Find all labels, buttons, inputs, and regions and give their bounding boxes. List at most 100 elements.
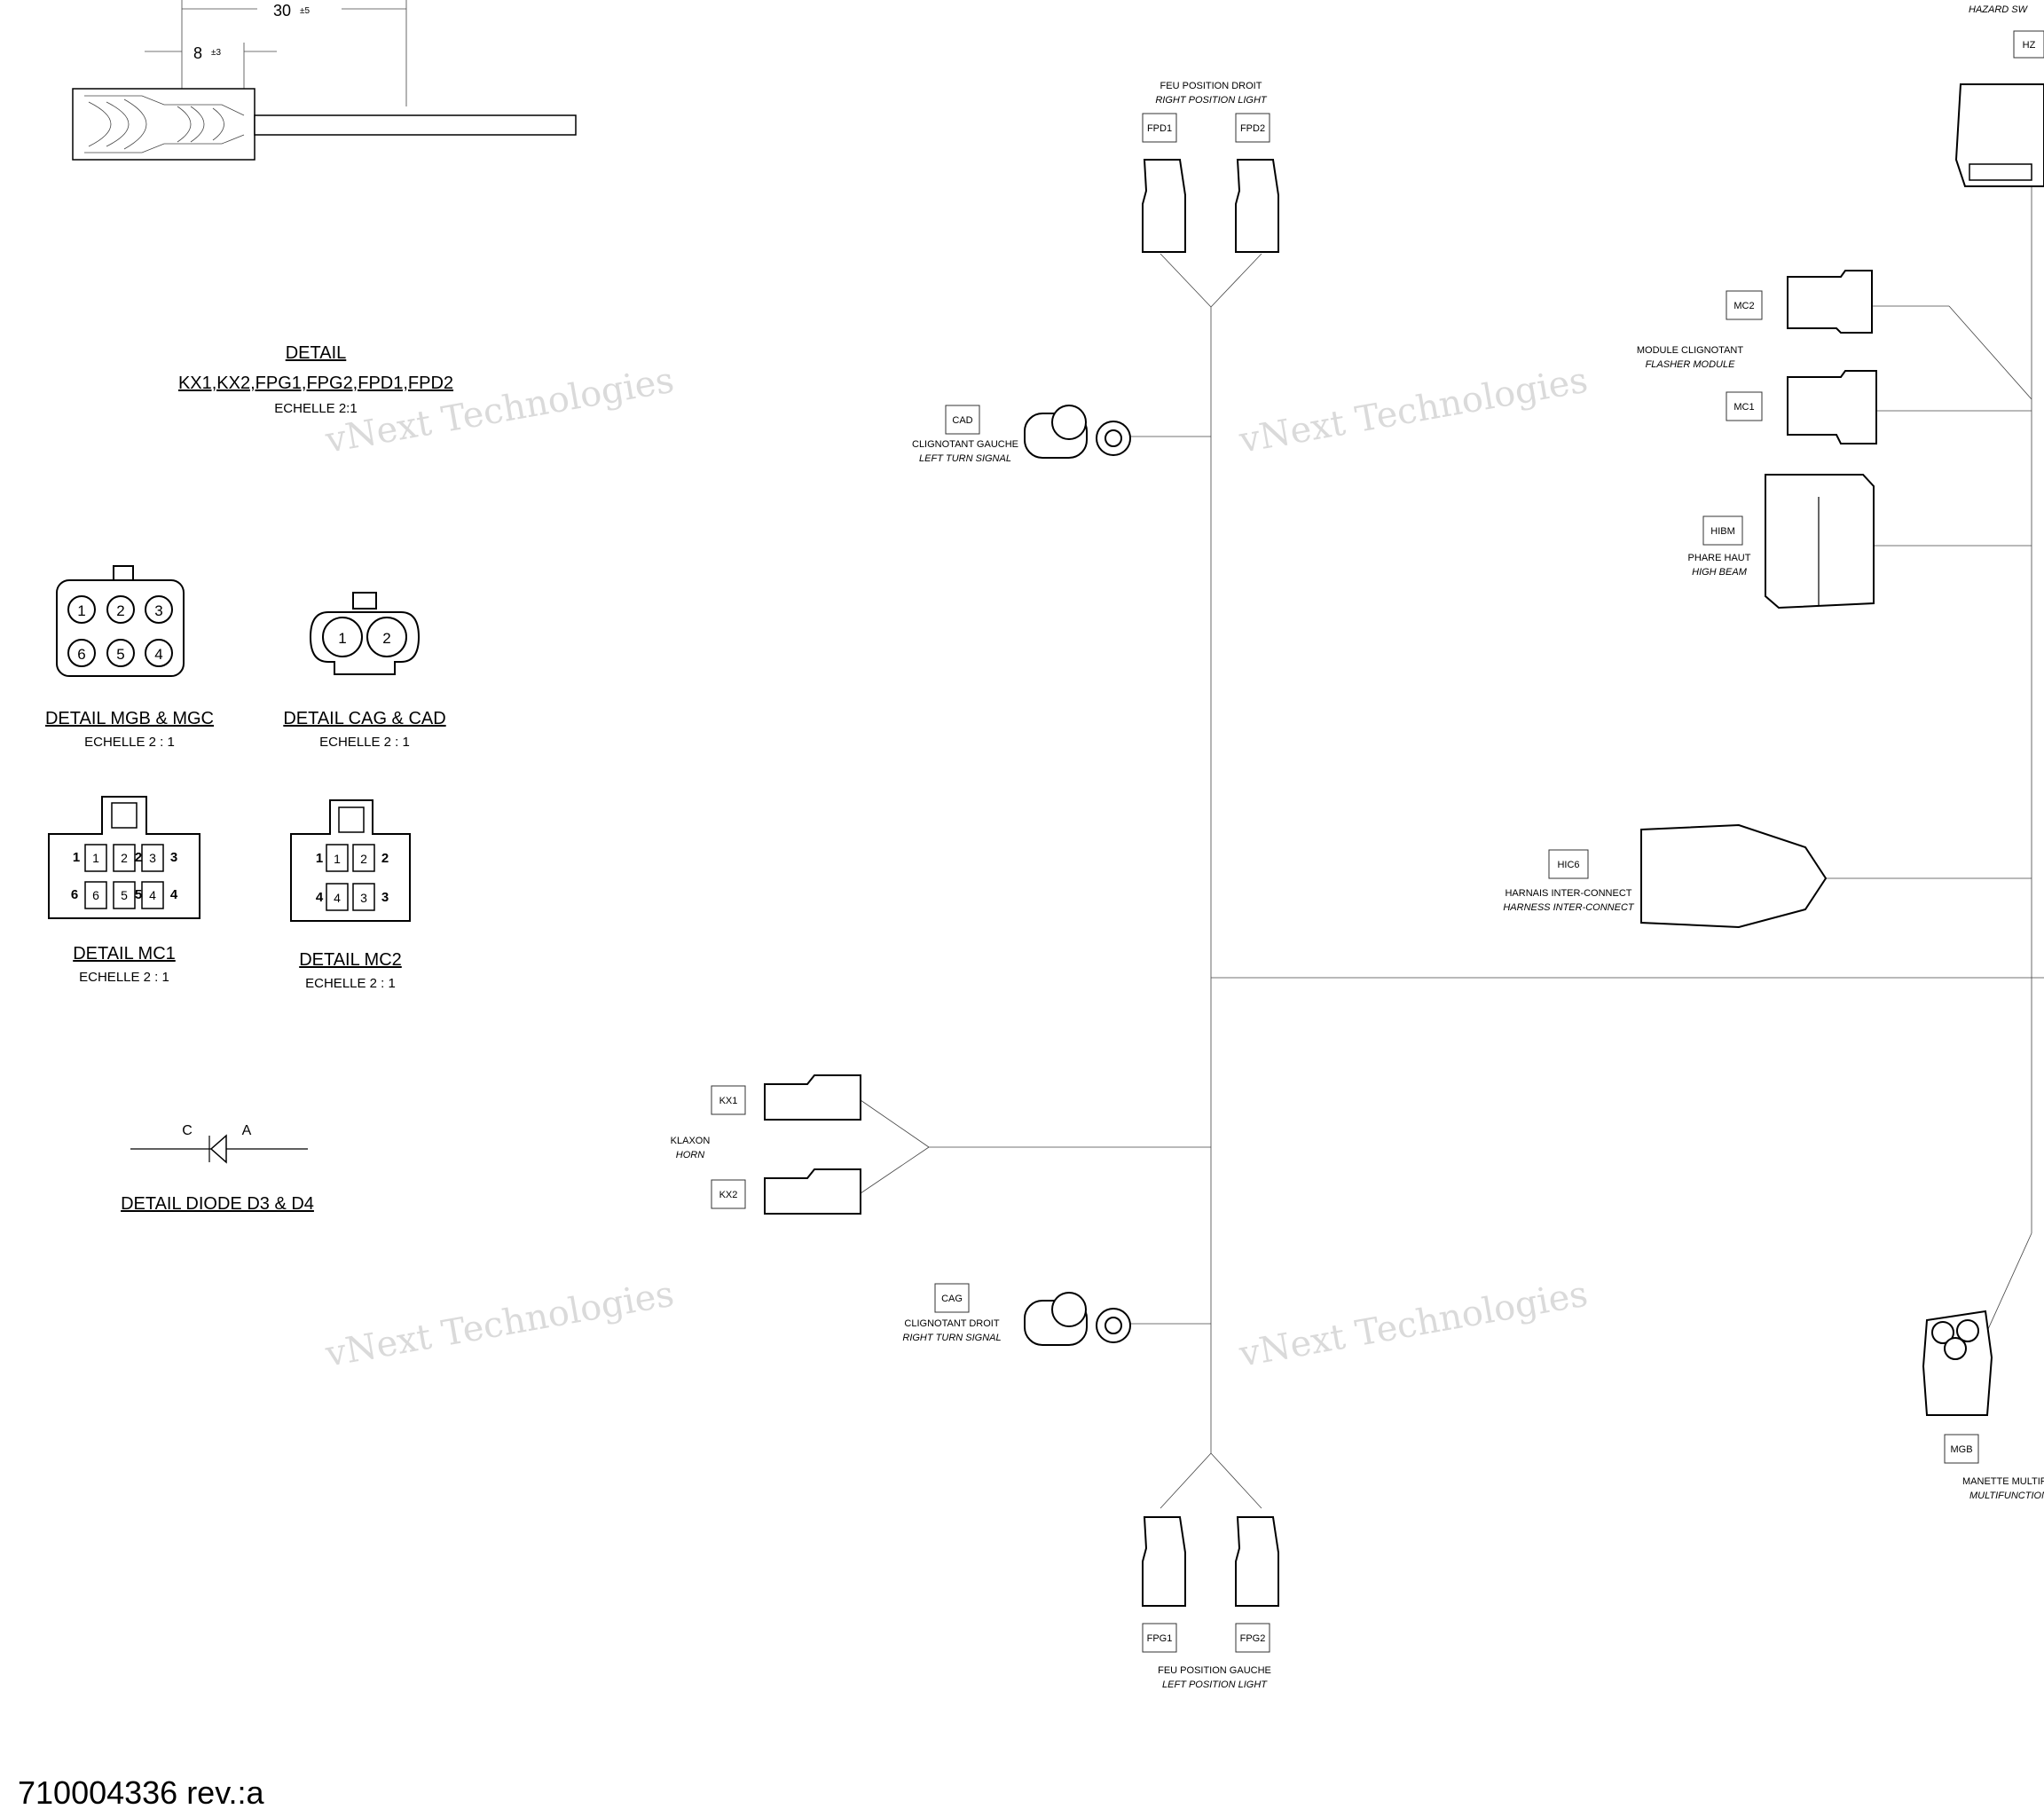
watermark-text: vNext Technologies xyxy=(1236,360,1591,461)
cad-label-en: LEFT TURN SIGNAL xyxy=(919,453,1011,464)
cad-group: CAD CLIGNOTANT GAUCHE LEFT TURN SIGNAL xyxy=(912,405,1131,464)
hic6-group: HIC6 HARNAIS INTER-CONNECT HARNESS INTER… xyxy=(1503,823,1828,929)
mc2-inner-label: 4 xyxy=(334,891,341,905)
diode-cathode-label: C xyxy=(182,1123,193,1138)
fpg1-tag: FPG1 xyxy=(1147,1633,1173,1644)
detail-cag-title: DETAIL CAG & CAD xyxy=(283,709,445,728)
detail-mc2-title: DETAIL MC2 xyxy=(299,950,402,970)
dim-8-label: 8 xyxy=(193,44,202,62)
mc1-tag: MC1 xyxy=(1733,402,1754,413)
mc2-inner-label: 3 xyxy=(360,891,367,905)
watermark-text: vNext Technologies xyxy=(1236,1274,1591,1375)
cad-label-fr: CLIGNOTANT GAUCHE xyxy=(912,439,1018,450)
hibm-group: HIBM PHARE HAUT HIGH BEAM xyxy=(1688,474,1875,610)
cag-label-fr: CLIGNOTANT DROIT xyxy=(904,1318,999,1329)
hic6-label-fr: HARNAIS INTER-CONNECT xyxy=(1505,888,1631,899)
mc1-inner-label: 4 xyxy=(149,888,156,902)
detail-mc1-block: 1 2 3 6 5 4 1 2 3 6 5 4 DETAIL MC1 ECHEL… xyxy=(48,796,200,985)
hibm-label-fr: PHARE HAUT xyxy=(1688,553,1751,563)
dim-8-tol: ±3 xyxy=(211,48,221,58)
kx1-tag: KX1 xyxy=(719,1096,738,1106)
mc1-inner-label: 1 xyxy=(92,851,99,865)
mc2-inner-label: 2 xyxy=(360,852,367,866)
mc-group: MC2 MODULE CLIGNOTANT FLASHER MODULE MC1 xyxy=(1637,270,1877,444)
mgb-group: MGB MANETTE MULTIFO MULTIFUNCTION xyxy=(1922,1310,2044,1501)
fpg-label-fr: FEU POSITION GAUCHE xyxy=(1158,1665,1271,1676)
harness-lines xyxy=(860,177,2044,1509)
detail-kx-block: DETAIL KX1,KX2,FPG1,FPG2,FPD1,FPD2 ECHEL… xyxy=(178,343,453,416)
cag-tag: CAG xyxy=(941,1294,963,1304)
hz-group: HAZARD SW HZ xyxy=(1954,4,2044,187)
dim-30-tol: ±5 xyxy=(300,6,310,16)
mc1-inner-label: 2 xyxy=(121,851,128,865)
cad-tag: CAD xyxy=(952,415,972,426)
fpd-label-fr: FEU POSITION DROIT xyxy=(1160,81,1262,91)
detail-kx-scale: ECHELLE 2:1 xyxy=(274,401,357,416)
mgb-pin-label: 4 xyxy=(154,646,162,663)
mgb-pin-label: 1 xyxy=(77,602,85,619)
detail-diode-title: DETAIL DIODE D3 & D4 xyxy=(121,1194,314,1214)
fpd2-tag: FPD2 xyxy=(1240,123,1265,134)
detail-mc2-block: 1 2 4 3 1 2 4 3 DETAIL MC2 ECHELLE 2 : 1 xyxy=(290,799,411,991)
mc1-pin-label: 3 xyxy=(170,850,177,865)
kx-label-en: HORN xyxy=(676,1150,704,1160)
fpd-group: FEU POSITION DROIT RIGHT POSITION LIGHT … xyxy=(1142,81,1279,253)
cag-group: CAG CLIGNOTANT DROIT RIGHT TURN SIGNAL xyxy=(902,1283,1131,1346)
diode-anode-label: A xyxy=(242,1123,252,1138)
hic6-tag: HIC6 xyxy=(1557,860,1579,870)
mc1-inner-label: 6 xyxy=(92,888,99,902)
hz-tag: HZ xyxy=(2023,40,2036,51)
terminal-dimension-drawing: 30 ±5 8 ±3 xyxy=(72,0,577,161)
mgb-pin-label: 2 xyxy=(116,602,124,619)
watermark: vNext Technologies vNext Technologies vN… xyxy=(322,360,1591,1375)
detail-mgb-block: 1 2 3 6 5 4 DETAIL MGB & MGC ECHELLE 2 :… xyxy=(45,565,214,750)
detail-kx-title: DETAIL xyxy=(286,343,347,363)
revision-label: 710004336 rev.:a xyxy=(18,1774,264,1811)
mgb-pin-label: 5 xyxy=(116,646,124,663)
dim-30-label: 30 xyxy=(273,2,291,20)
mgb-pin-label: 6 xyxy=(77,646,85,663)
mgb-label-en: MULTIFUNCTION xyxy=(1969,1491,2044,1501)
fpd-label-en: RIGHT POSITION LIGHT xyxy=(1155,95,1268,106)
mc1-inner-label: 5 xyxy=(121,888,128,902)
mc2-pin-label: 2 xyxy=(381,851,389,866)
detail-mgb-scale: ECHELLE 2 : 1 xyxy=(84,735,175,750)
mc2-pin-label: 3 xyxy=(381,890,389,905)
detail-mc2-scale: ECHELLE 2 : 1 xyxy=(305,976,396,991)
mc1-pin-label: 5 xyxy=(135,887,142,902)
cag-pin-label: 2 xyxy=(382,630,390,647)
kx-group: KX1 KX2 KLAXON HORN xyxy=(671,1074,861,1215)
kx-label-fr: KLAXON xyxy=(671,1136,711,1146)
hibm-tag: HIBM xyxy=(1710,526,1735,537)
cag-pin-label: 1 xyxy=(338,630,346,647)
kx2-tag: KX2 xyxy=(719,1190,738,1200)
hibm-label-en: HIGH BEAM xyxy=(1692,567,1748,578)
detail-cag-block: 1 2 DETAIL CAG & CAD ECHELLE 2 : 1 xyxy=(283,592,446,750)
mgb-tag: MGB xyxy=(1950,1444,1972,1455)
watermark-text: vNext Technologies xyxy=(322,1274,677,1375)
mc1-inner-label: 3 xyxy=(149,851,156,865)
hz-label-en: HAZARD SW xyxy=(1969,4,2029,15)
mc2-pin-label: 4 xyxy=(316,890,324,905)
detail-mc1-title: DETAIL MC1 xyxy=(73,944,176,964)
mc1-pin-label: 2 xyxy=(135,850,142,865)
fpg2-tag: FPG2 xyxy=(1240,1633,1266,1644)
fpd1-tag: FPD1 xyxy=(1147,123,1172,134)
mc2-tag: MC2 xyxy=(1733,301,1754,311)
detail-mc1-scale: ECHELLE 2 : 1 xyxy=(79,970,169,985)
detail-cag-scale: ECHELLE 2 : 1 xyxy=(319,735,410,750)
mc1-pin-label: 4 xyxy=(170,887,178,902)
mgb-pin-label: 3 xyxy=(154,602,162,619)
mc1-pin-label: 6 xyxy=(71,887,78,902)
fpg-label-en: LEFT POSITION LIGHT xyxy=(1162,1679,1268,1690)
mc2-pin-label: 1 xyxy=(316,851,323,866)
mc2-inner-label: 1 xyxy=(334,852,341,866)
detail-kx-subtitle: KX1,KX2,FPG1,FPG2,FPD1,FPD2 xyxy=(178,374,453,393)
fpg-group: FPG1 FPG2 FEU POSITION GAUCHE LEFT POSIT… xyxy=(1142,1516,1279,1690)
mc1-pin-label: 1 xyxy=(73,850,80,865)
mc-label-en: FLASHER MODULE xyxy=(1646,359,1736,370)
hic6-label-en: HARNESS INTER-CONNECT xyxy=(1503,902,1635,913)
detail-mgb-title: DETAIL MGB & MGC xyxy=(45,709,214,728)
mgb-label-fr: MANETTE MULTIFO xyxy=(1962,1476,2044,1487)
